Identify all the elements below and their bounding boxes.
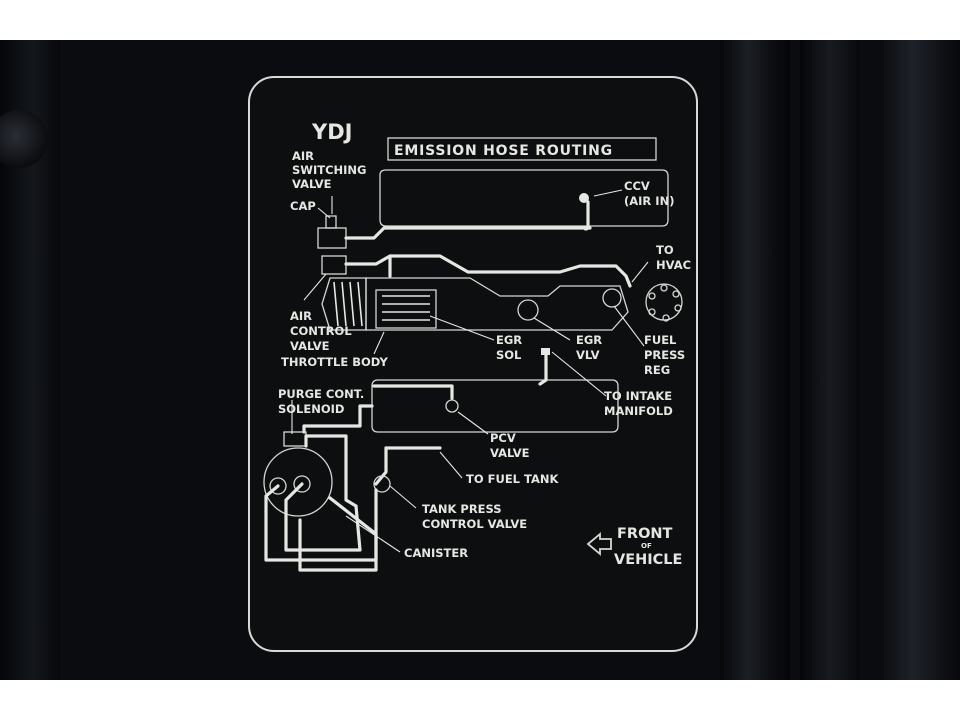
air-switching-cap	[325, 215, 337, 229]
svg-text:PRESS: PRESS	[644, 348, 685, 362]
svg-text:TANK PRESS: TANK PRESS	[422, 502, 502, 516]
label-cap: CAP	[290, 199, 316, 213]
svg-text:EGR: EGR	[496, 333, 522, 347]
svg-text:CONTROL VALVE: CONTROL VALVE	[422, 517, 527, 531]
svg-text:TO: TO	[656, 243, 674, 257]
label-egr-vlv: EGR VLV	[576, 333, 602, 362]
hose-hvac	[344, 254, 632, 288]
leader-hvac	[631, 261, 649, 283]
svg-text:VALVE: VALVE	[292, 177, 332, 191]
svg-text:HVAC: HVAC	[656, 258, 691, 272]
canister-port-right	[293, 475, 311, 493]
label-to-hvac: TO HVAC	[656, 243, 691, 272]
label-purge-cont-solenoid: PURGE CONT. SOLENOID	[278, 387, 364, 416]
egr-sol-hatching	[382, 295, 430, 321]
pcv-valve-icon	[445, 399, 459, 413]
svg-text:EGR: EGR	[576, 333, 602, 347]
hose-tank-canister	[298, 488, 378, 572]
label-canister: CANISTER	[404, 546, 468, 560]
emission-label-decal	[248, 76, 698, 652]
hose-fuel-tank-drop	[374, 446, 388, 486]
purge-solenoid-body	[283, 431, 307, 447]
ccv-fitting-icon	[579, 193, 589, 203]
leader-intake	[551, 351, 607, 397]
svg-text:VLV: VLV	[576, 348, 600, 362]
bolt-head	[0, 110, 48, 168]
leader-tank-press	[389, 485, 417, 509]
panel-edge-rib-2	[800, 40, 860, 680]
throttle-body-outline	[365, 277, 629, 331]
hose-pcv	[372, 384, 454, 400]
air-control-valve-body	[321, 255, 347, 275]
hose-ccv-riser	[583, 200, 590, 231]
hose-purge	[302, 404, 374, 434]
hose-intake-riser	[538, 348, 548, 386]
egr-sol-body	[375, 289, 437, 329]
air-switching-valve-body	[317, 227, 347, 249]
svg-text:PCV: PCV	[490, 431, 516, 445]
svg-text:FUEL: FUEL	[644, 333, 677, 347]
air-duct-ribs	[333, 281, 363, 327]
leader-fuel-tank	[439, 451, 463, 479]
label-ccv: CCV (AIR IN)	[624, 179, 674, 208]
label-throttle-body: THROTTLE BODY	[281, 355, 388, 369]
hose-canister-loop-a	[264, 484, 378, 562]
label-air-switching-valve: AIR SWITCHING VALVE	[292, 149, 367, 191]
photo-background	[0, 40, 960, 680]
front-indicator-line3: VEHICLE	[614, 552, 682, 568]
leader-egr-sol	[429, 315, 495, 341]
svg-text:SOLENOID: SOLENOID	[278, 402, 344, 416]
canister-body	[263, 447, 333, 517]
panel-edge-rib-3	[880, 40, 960, 680]
canister-port-left	[269, 477, 287, 495]
leader-throttle-body	[373, 331, 385, 355]
label-fuel-press-reg: FUEL PRESS REG	[644, 333, 685, 377]
front-indicator-line1: FRONT	[617, 526, 673, 542]
svg-text:CONTROL: CONTROL	[290, 324, 352, 338]
svg-text:MANIFOLD: MANIFOLD	[604, 404, 673, 418]
plenum-outline	[379, 169, 669, 227]
svg-text:PURGE CONT.: PURGE CONT.	[278, 387, 364, 401]
svg-text:REG: REG	[644, 363, 670, 377]
leader-egr-vlv	[533, 317, 571, 341]
svg-text:(AIR IN): (AIR IN)	[624, 194, 674, 208]
left-arrow-icon	[586, 532, 612, 556]
leader-canister	[345, 515, 401, 553]
label-to-fuel-tank: TO FUEL TANK	[466, 472, 559, 486]
flange-bolts	[648, 284, 682, 322]
front-indicator-line2: OF	[641, 542, 652, 550]
leader-pcv	[457, 411, 489, 435]
egr-vlv-port	[517, 299, 539, 321]
label-pcv-valve: PCV VALVE	[490, 431, 530, 460]
svg-text:TO INTAKE: TO INTAKE	[604, 389, 672, 403]
label-air-control-valve: AIR CONTROL VALVE	[290, 309, 352, 353]
svg-text:VALVE: VALVE	[290, 339, 330, 353]
svg-text:AIR: AIR	[290, 309, 312, 323]
intake-fitting-icon	[541, 348, 550, 355]
label-egr-sol: EGR SOL	[496, 333, 522, 362]
fuel-reg-port	[602, 288, 622, 308]
air-duct-outline	[321, 277, 367, 331]
leader-cap	[317, 207, 331, 219]
svg-text:SWITCHING: SWITCHING	[292, 163, 367, 177]
manifold-outline	[371, 379, 619, 433]
hose-purge-canister	[304, 434, 358, 508]
leader-ccv	[593, 189, 623, 197]
panel-edge-rib-1	[720, 40, 790, 680]
leader-air-control	[303, 273, 327, 301]
leader-fuel-reg	[613, 305, 645, 347]
heading-box	[387, 137, 657, 161]
svg-text:AIR: AIR	[292, 149, 314, 163]
decal-code: YDJ	[311, 120, 352, 144]
hose-ccv-main	[344, 226, 592, 240]
hose-canister-loop-b	[284, 482, 362, 552]
label-tank-press-control-valve: TANK PRESS CONTROL VALVE	[422, 502, 527, 531]
svg-text:SOL: SOL	[496, 348, 522, 362]
label-to-intake-manifold: TO INTAKE MANIFOLD	[604, 389, 673, 418]
svg-text:VALVE: VALVE	[490, 446, 530, 460]
decal-heading: EMISSION HOSE ROUTING	[394, 143, 613, 159]
tank-press-valve-icon	[373, 475, 391, 493]
svg-text:CCV: CCV	[624, 179, 650, 193]
